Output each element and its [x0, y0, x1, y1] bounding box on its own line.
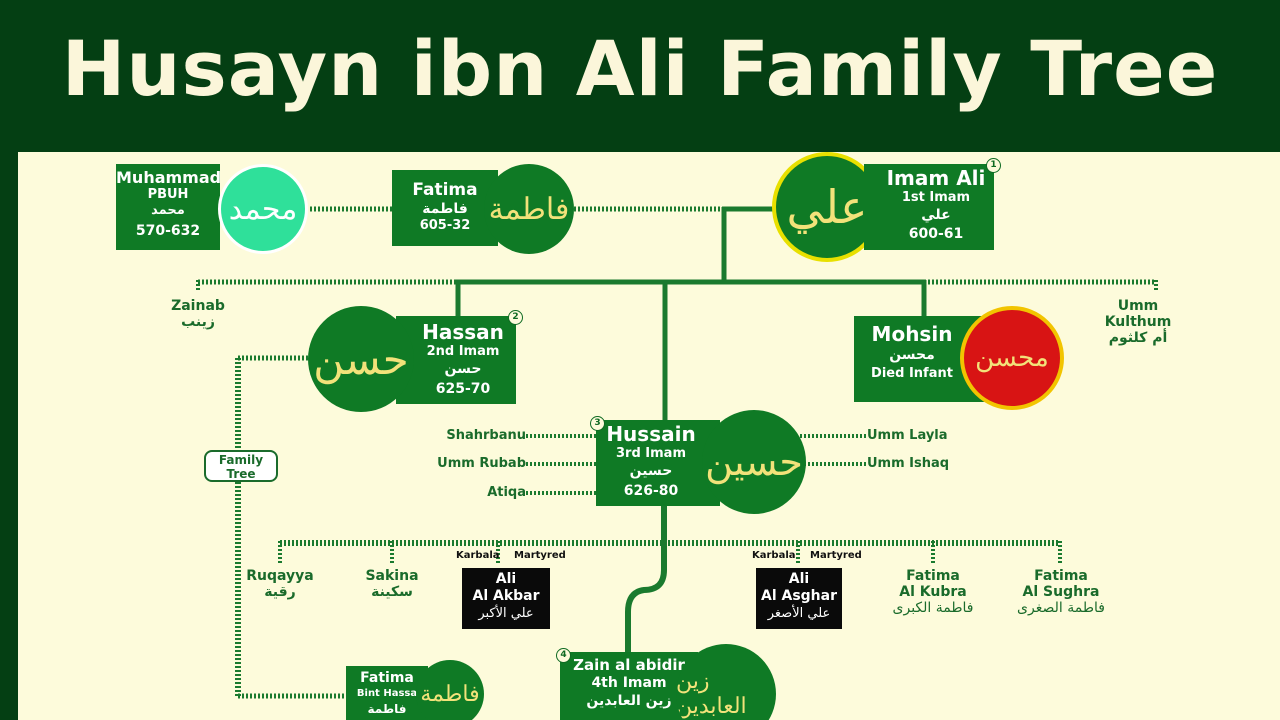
fatima-kubra-line2: Al Kubra — [899, 584, 967, 600]
fatima-bint-hassan-calligraphy-icon: فاطمة — [416, 660, 484, 720]
ali-akbar-line2: Al Akbar — [472, 588, 540, 604]
ali-akbar-arabic: علي الأكبر — [478, 606, 534, 621]
hassan-years: 625-70 — [435, 381, 491, 397]
wife-shahrbanu: Shahrbanu — [446, 428, 526, 443]
hussain-years: 626-80 — [623, 483, 679, 499]
fatima-sughra-arabic: فاطمة الصغرى — [1017, 600, 1105, 616]
umm-kulthum-name1: Umm — [1117, 298, 1159, 314]
zainab-arabic: زينب — [181, 314, 215, 330]
mohsin-name: Mohsin — [871, 322, 953, 346]
hassan-title: 2nd Imam — [426, 344, 500, 359]
family-tree-line2: Tree — [226, 467, 256, 481]
zain-box: Zain al abidir 4th Imam زين العابدين — [560, 652, 698, 720]
ali-years: 600-61 — [908, 226, 964, 242]
child-ruqayya: Ruqayya رقية — [240, 568, 320, 600]
hassan-box: Hassan 2nd Imam حسن 625-70 — [396, 316, 516, 404]
fatima-bint-hassan-name: Fatima — [360, 670, 414, 686]
hussain-number-badge: 3 — [590, 416, 605, 431]
ali-akbar-line1: Ali — [495, 571, 517, 587]
hassan-number-badge: 2 — [508, 310, 523, 325]
wife-umm-rubab: Umm Rubab — [437, 456, 526, 471]
hussain-box: Hussain 3rd Imam حسين 626-80 — [596, 420, 720, 506]
zain-arabic: زين العابدين — [586, 693, 672, 709]
ali-asghar-line1: Ali — [788, 571, 810, 587]
wife-umm-ishaq: Umm Ishaq — [867, 456, 950, 471]
ali-akbar-tag-karbala: Karbala — [456, 550, 500, 561]
fatima-bint-hassan-box: Fatima Bint Hassa فاطمة — [346, 666, 428, 720]
hassan-arabic: حسن — [444, 361, 482, 377]
hassan-calligraphy-icon: حسن — [308, 306, 414, 412]
fatima-kubra-line1: Fatima — [906, 568, 960, 584]
fatima-calligraphy-icon: فاطمة — [484, 164, 574, 254]
fatima-box: Fatima فاطمة 605-32 — [392, 170, 498, 246]
zainab-label: Zainab زينب — [158, 298, 238, 330]
mohsin-arabic: محسن — [889, 347, 935, 363]
family-tree-tag: Family Tree — [204, 450, 278, 482]
wife-atiqa: Atiqa — [487, 485, 526, 500]
family-tree-line1: Family — [218, 453, 264, 467]
fatima-name: Fatima — [412, 180, 478, 200]
ali-arabic: علي — [921, 207, 951, 223]
fatima-sughra-line2: Al Sughra — [1022, 584, 1100, 600]
child-sakina: Sakina سكينة — [352, 568, 432, 600]
fatima-bint-hassan-line2: Bint Hassa — [356, 688, 418, 699]
ali-asghar-line2: Al Asghar — [760, 588, 837, 604]
ali-name: Imam Ali — [886, 166, 986, 190]
zain-name: Zain al abidir — [573, 656, 685, 674]
sakina-name: Sakina — [365, 568, 419, 584]
ali-akbar-tag-martyred: Martyred — [514, 550, 566, 561]
child-fatima-kubra: Fatima Al Kubra فاطمة الكبرى — [880, 568, 986, 616]
fatima-sughra-line1: Fatima — [1034, 568, 1088, 584]
fatima-arabic: فاطمة — [422, 201, 468, 217]
muhammad-arabic: محمد — [151, 203, 185, 218]
ali-title: 1st Imam — [901, 190, 971, 205]
child-ali-akbar: Ali Al Akbar علي الأكبر — [462, 568, 550, 629]
connector-lines — [196, 206, 1158, 699]
muhammad-box: Muhammad PBUH محمد 570-632 — [116, 164, 222, 250]
zain-title: 4th Imam — [591, 675, 667, 691]
hussain-calligraphy-icon: حسين — [702, 410, 806, 514]
family-tree-panel: Muhammad PBUH محمد 570-632 محمد Fatima ف… — [18, 152, 1280, 720]
muhammad-pbuh: PBUH — [147, 187, 189, 202]
muhammad-name: Muhammad — [116, 168, 222, 187]
fatima-bint-hassan-arabic: فاطمة — [367, 702, 407, 716]
ali-asghar-arabic: علي الأصغر — [767, 606, 831, 621]
ali-calligraphy-icon: علي — [772, 152, 882, 262]
hussain-name: Hussain — [606, 422, 696, 446]
ali-asghar-tag-karbala: Karbala — [752, 550, 796, 561]
child-ali-asghar: Ali Al Asghar علي الأصغر — [756, 568, 842, 629]
fatima-years: 605-32 — [419, 218, 471, 233]
page-title: Husayn ibn Ali Family Tree — [61, 23, 1219, 113]
hussain-arabic: حسين — [629, 463, 673, 479]
zain-number-badge: 4 — [556, 648, 571, 663]
ali-number-badge: 1 — [986, 158, 1001, 173]
ali-asghar-tag-martyred: Martyred — [810, 550, 862, 561]
umm-kulthum-arabic: أم كلثوم — [1108, 330, 1168, 346]
ruqayya-arabic: رقية — [264, 584, 296, 600]
muhammad-calligraphy-icon: محمد — [218, 164, 308, 254]
umm-kulthum-name2: Kulthum — [1104, 314, 1172, 330]
mohsin-note: Died Infant — [871, 366, 953, 381]
zainab-name: Zainab — [171, 298, 225, 314]
zain-calligraphy-icon: زين العابدين — [676, 644, 776, 720]
hussain-title: 3rd Imam — [616, 446, 686, 461]
muhammad-years: 570-632 — [135, 223, 201, 239]
hassan-name: Hassan — [422, 320, 504, 344]
sakina-arabic: سكينة — [371, 584, 413, 600]
wife-umm-layla: Umm Layla — [867, 428, 948, 443]
umm-kulthum-label: Umm Kulthum أم كلثوم — [1096, 298, 1180, 346]
child-fatima-sughra: Fatima Al Sughra فاطمة الصغرى — [1006, 568, 1116, 616]
fatima-kubra-arabic: فاطمة الكبرى — [892, 600, 974, 616]
ruqayya-name: Ruqayya — [246, 568, 314, 584]
mohsin-calligraphy-icon: محسن — [960, 306, 1064, 410]
ali-box: Imam Ali 1st Imam علي 600-61 — [864, 164, 994, 250]
